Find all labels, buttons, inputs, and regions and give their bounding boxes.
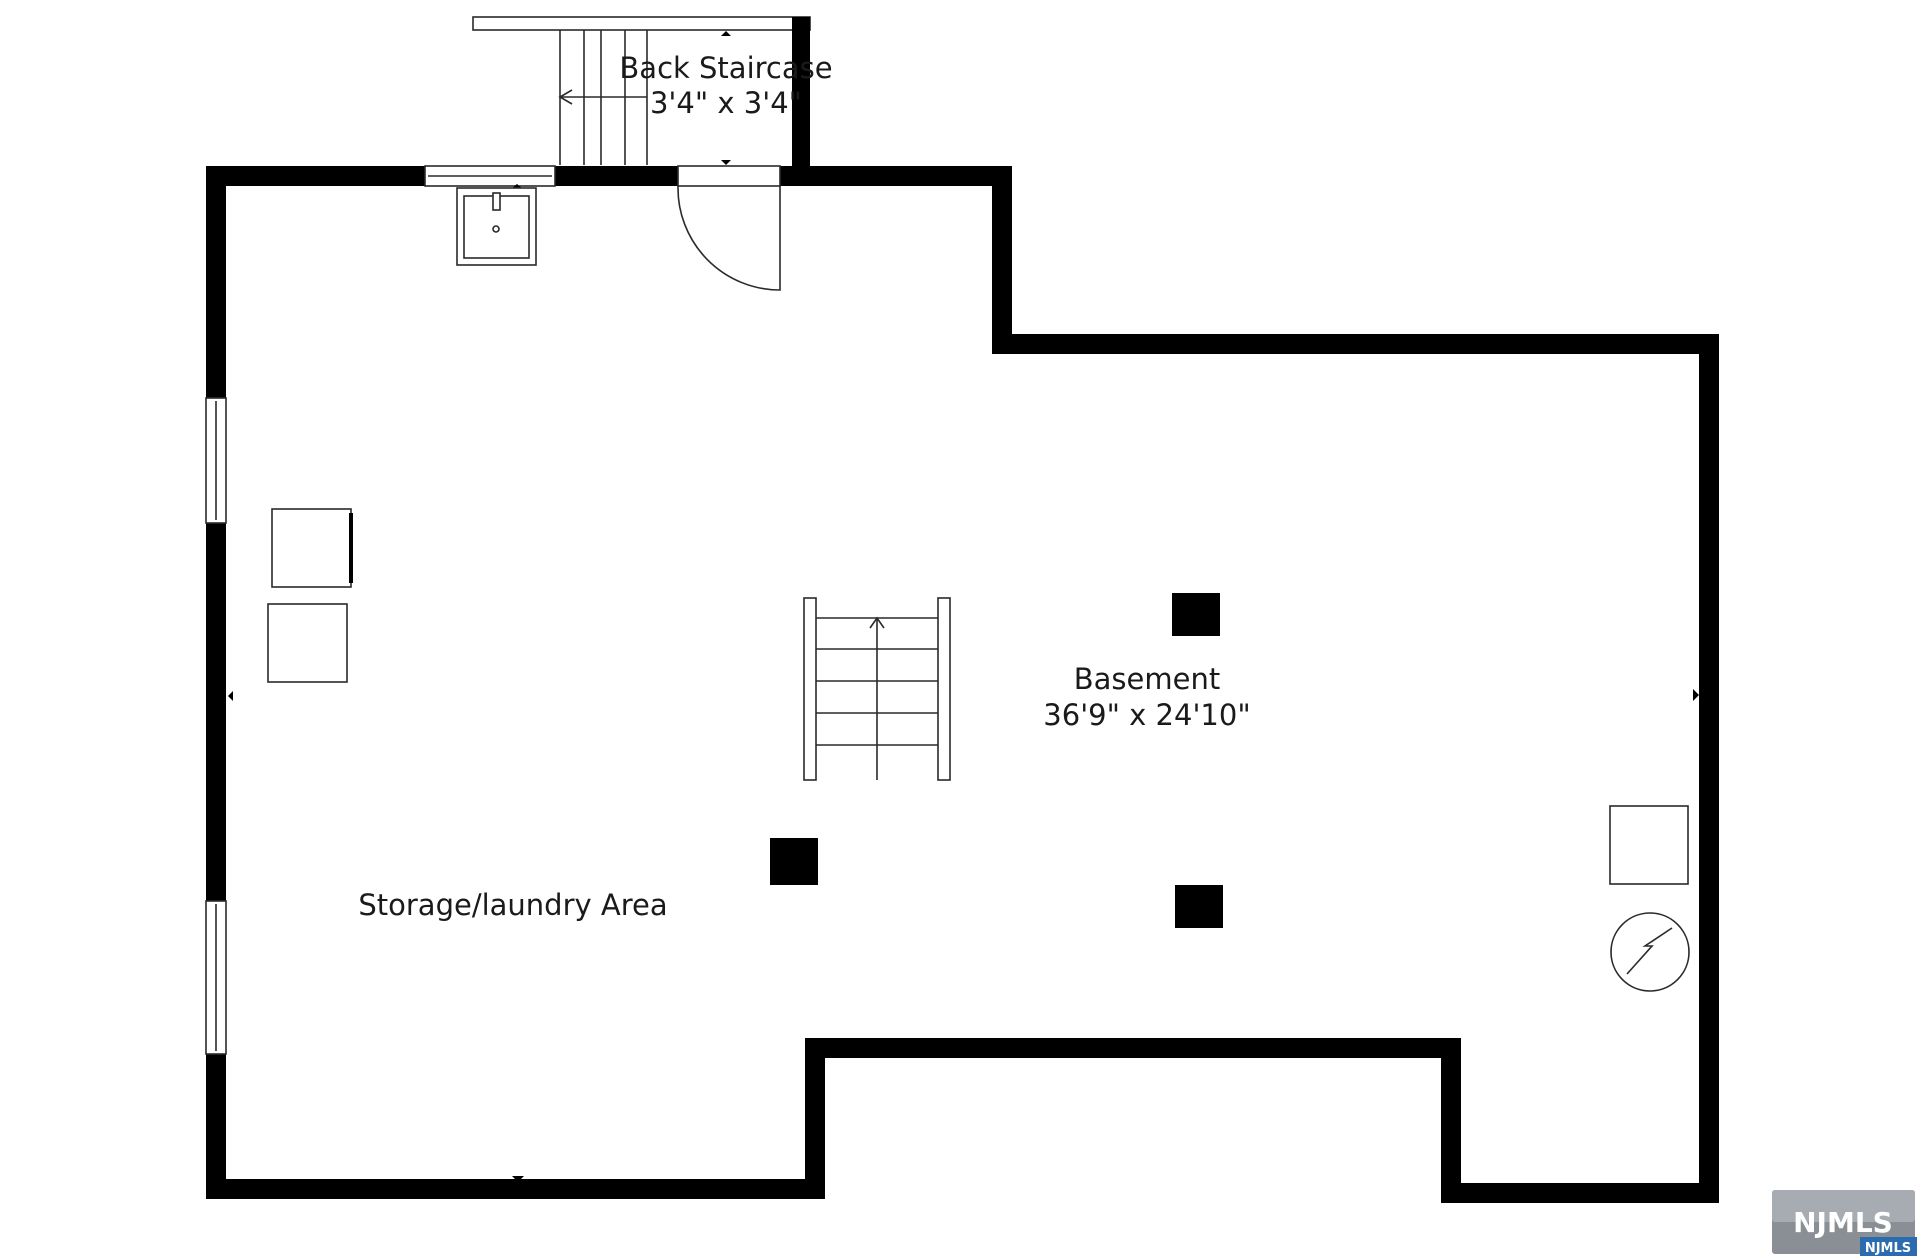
support-column-icon bbox=[1175, 885, 1223, 928]
back-staircase bbox=[472, 16, 811, 167]
njmls-logo: NJMLS NJMLS bbox=[1772, 1190, 1917, 1256]
electric-panel-icon bbox=[1610, 912, 1690, 992]
dryer-icon bbox=[267, 603, 348, 683]
basement-dims: 36'9" x 24'10" bbox=[1043, 698, 1250, 732]
water-heater-icon bbox=[1609, 805, 1689, 885]
support-column-icon bbox=[770, 838, 818, 885]
door-swing bbox=[677, 185, 781, 291]
back-staircase-top-wall bbox=[472, 16, 811, 31]
basement-name: Basement bbox=[1074, 662, 1220, 696]
logo-small-text: NJMLS bbox=[1865, 1241, 1911, 1256]
door-opening bbox=[677, 165, 781, 187]
washer-icon bbox=[271, 508, 353, 588]
support-column-icon bbox=[1172, 593, 1220, 636]
back-staircase-right-wall bbox=[792, 17, 810, 167]
exterior-walls bbox=[206, 166, 1719, 1203]
staircase-arrow-icon bbox=[558, 89, 573, 105]
logo-text: NJMLS bbox=[1793, 1206, 1893, 1239]
storage-area-name: Storage/laundry Area bbox=[358, 888, 667, 922]
back-staircase-name: Back Staircase bbox=[619, 51, 832, 85]
interior-staircase bbox=[803, 597, 951, 781]
sink-icon bbox=[456, 187, 537, 266]
stair-up-arrow-icon bbox=[869, 616, 885, 629]
back-staircase-dims: 3'4" x 3'4" bbox=[650, 86, 802, 120]
